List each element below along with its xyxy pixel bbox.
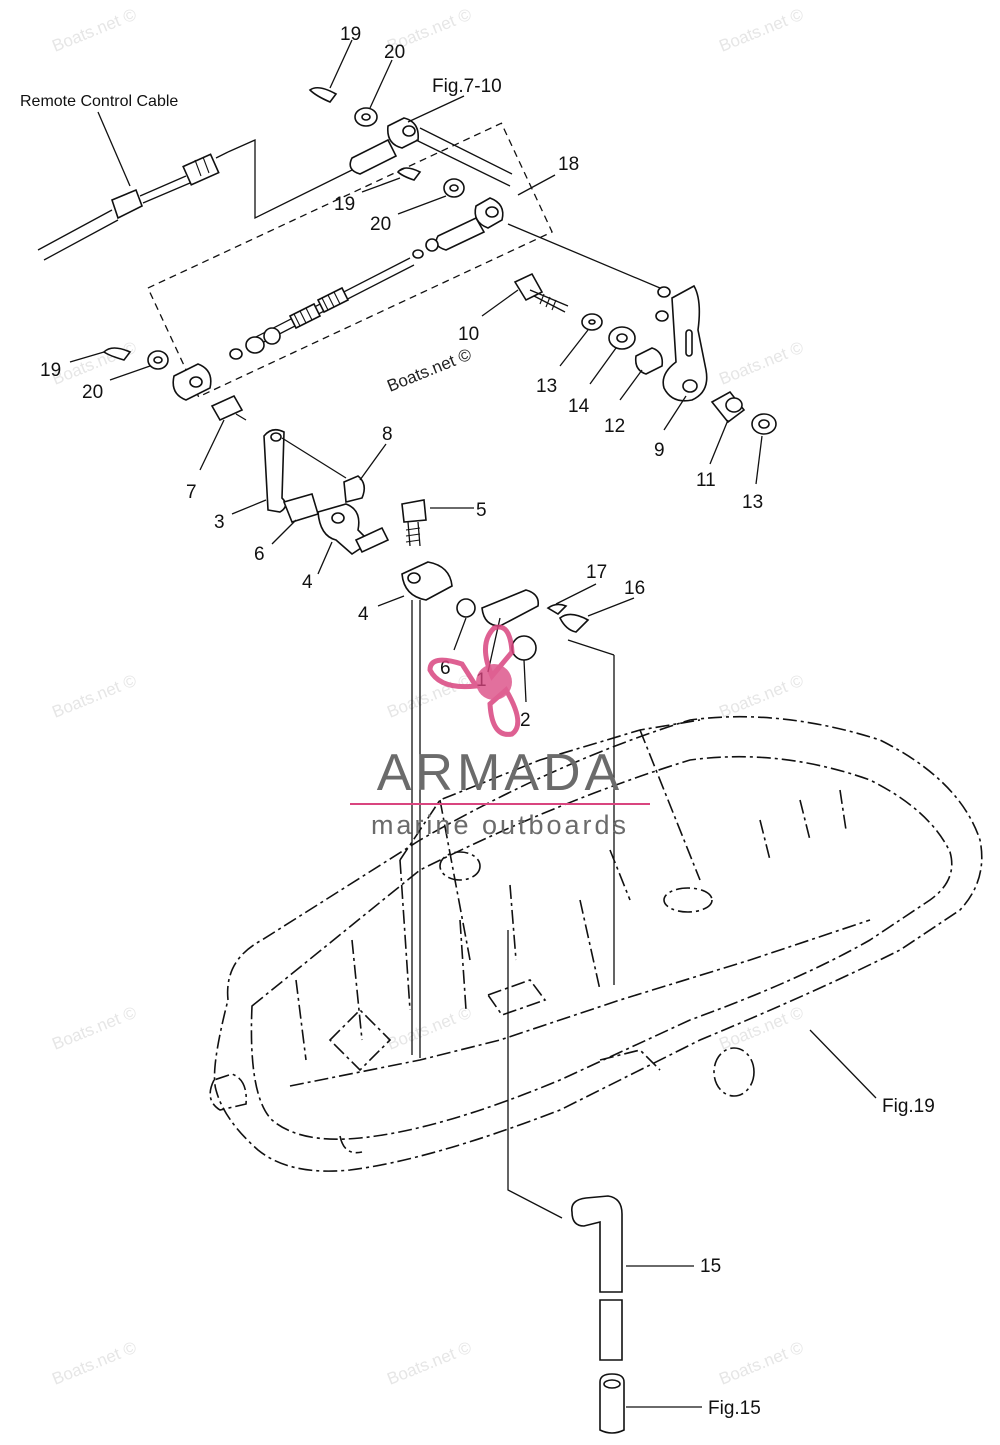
part-number-label: 10 bbox=[458, 324, 479, 345]
part-number-label: 6 bbox=[440, 658, 451, 679]
watermark: Boats.net © bbox=[49, 671, 139, 722]
watermark: Boats.net © bbox=[384, 671, 474, 722]
remote-control-cable bbox=[37, 111, 353, 261]
part-number-label: 4 bbox=[358, 604, 369, 625]
part-number-label: 20 bbox=[82, 382, 103, 403]
part-number-label: 4 bbox=[302, 572, 313, 593]
upper-linkage bbox=[147, 86, 556, 398]
part-labels: 19 20 19 20 18 19 20 10 13 14 12 9 11 13… bbox=[40, 24, 763, 1277]
part-number-label: 13 bbox=[536, 376, 557, 397]
part-number-label: 20 bbox=[384, 42, 405, 63]
watermark: Boats.net © bbox=[384, 1003, 474, 1054]
bottom-cowling bbox=[209, 715, 983, 1172]
fig-19-label: Fig.19 bbox=[882, 1096, 935, 1117]
watermark: Boats.net © bbox=[384, 1338, 474, 1389]
fig-7-10-label: Fig.7-10 bbox=[432, 76, 502, 97]
part-number-label: 9 bbox=[654, 440, 665, 461]
part-number-label: 15 bbox=[700, 1256, 721, 1277]
part-number-label: 13 bbox=[742, 492, 763, 513]
part-number-label: 19 bbox=[334, 194, 355, 215]
part-number-label: 8 bbox=[382, 424, 393, 445]
part-number-label: 2 bbox=[520, 710, 531, 731]
brand-name: ARMADA bbox=[377, 744, 623, 802]
watermark: Boats.net © bbox=[716, 5, 806, 56]
part-number-label: 7 bbox=[186, 482, 197, 503]
part-number-label: 5 bbox=[476, 500, 487, 521]
lower-lever-group bbox=[210, 394, 615, 1058]
reference-labels: Remote Control Cable Fig.7-10 Fig.19 Fig… bbox=[20, 76, 935, 1419]
part-number-label: 19 bbox=[40, 360, 61, 381]
watermark-layer: Boats.net © Boats.net © Boats.net © Boat… bbox=[49, 5, 806, 1389]
watermark: Boats.net © bbox=[49, 1338, 139, 1389]
part-number-label: 11 bbox=[696, 470, 716, 491]
shift-lever-group bbox=[507, 223, 777, 435]
part-number-label: 19 bbox=[340, 24, 361, 45]
watermark: Boats.net © bbox=[716, 338, 806, 389]
leader-lines bbox=[69, 39, 877, 1099]
part-number-label: 14 bbox=[568, 396, 590, 417]
watermark: Boats.net © bbox=[716, 1338, 806, 1389]
watermark: Boats.net © bbox=[49, 1003, 139, 1054]
watermark: Boats.net © bbox=[716, 671, 806, 722]
watermark: Boats.net © bbox=[49, 5, 139, 56]
brand-logo: ARMADA marine outboards bbox=[350, 624, 650, 840]
part-number-label: 17 bbox=[586, 562, 607, 583]
part-number-label: 20 bbox=[370, 214, 391, 235]
rod-assembly bbox=[102, 238, 439, 401]
part-number-label: 18 bbox=[558, 154, 579, 175]
propeller-icon bbox=[427, 624, 521, 737]
remote-control-cable-label: Remote Control Cable bbox=[20, 93, 178, 110]
fig-15-label: Fig.15 bbox=[708, 1398, 761, 1419]
part-number-label: 3 bbox=[214, 512, 225, 533]
part-number-label: 16 bbox=[624, 578, 645, 599]
part-number-label: 12 bbox=[604, 416, 625, 437]
center-watermark: Boats.net © bbox=[384, 345, 474, 396]
drain-hose-group bbox=[507, 930, 702, 1434]
part-number-label: 6 bbox=[254, 544, 265, 565]
brand-tagline: marine outboards bbox=[371, 810, 629, 840]
